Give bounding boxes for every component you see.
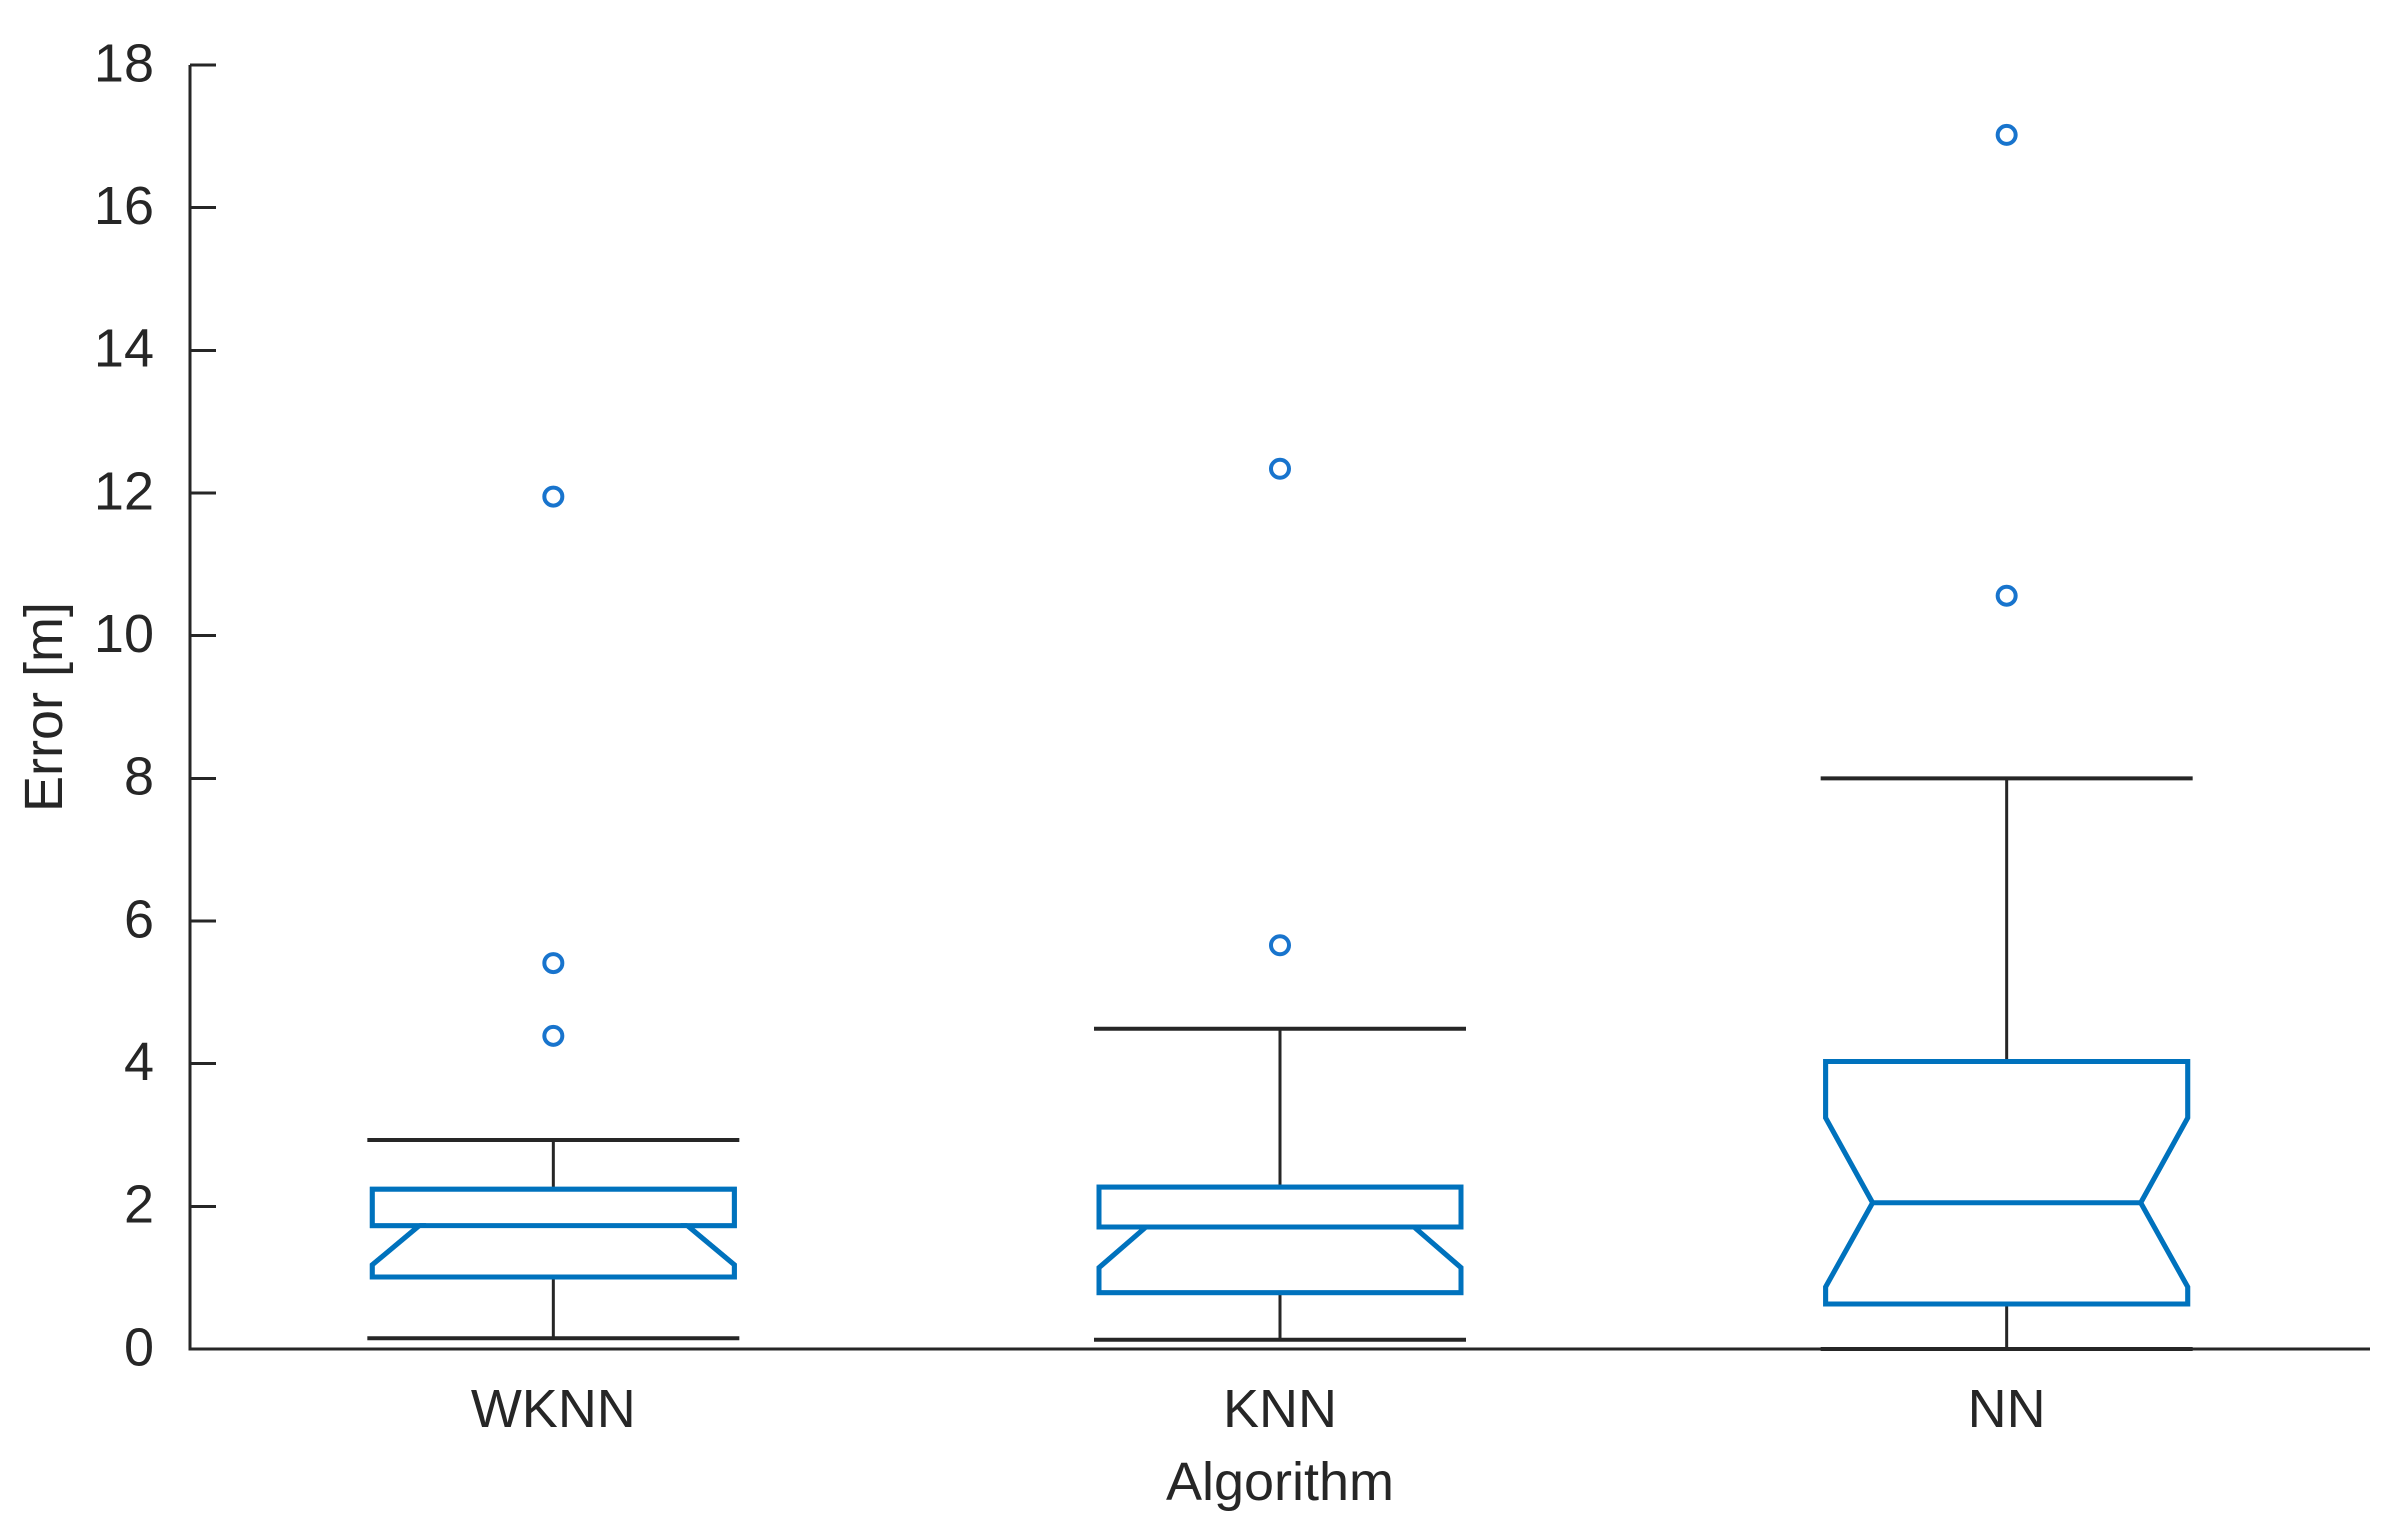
box-outline-stroke — [1823, 1059, 2191, 1307]
x-axis-title: Algorithm — [1166, 1452, 1394, 1512]
box-group-wknn — [367, 485, 740, 1341]
box-series-group — [367, 123, 2193, 1351]
outlier-marker[interactable] — [1269, 934, 1291, 957]
y-axis-title: Error [m] — [14, 602, 74, 812]
y-tick-label: 2 — [124, 1175, 154, 1235]
x-category-label-knn: KNN — [1223, 1379, 1337, 1439]
outlier-marker[interactable] — [1995, 584, 2018, 607]
outlier-marker[interactable] — [542, 485, 565, 508]
axes: 0 2 4 6 8 10 12 14 16 18 — [94, 33, 2370, 1377]
box-outline-stroke — [1096, 1184, 1464, 1296]
box-group-nn — [1820, 123, 2193, 1351]
x-category-label-nn: NN — [1968, 1379, 2046, 1439]
outlier-marker[interactable] — [1269, 457, 1291, 480]
y-tick-label: 8 — [124, 747, 154, 807]
axis-labels: Error [m] Algorithm WKNN KNN NN — [14, 602, 2046, 1512]
y-tick-label: 6 — [124, 889, 154, 949]
y-tick-label: 12 — [94, 461, 154, 521]
outlier-marker[interactable] — [542, 952, 565, 975]
y-tick-label: 16 — [94, 176, 154, 236]
outlier-marker[interactable] — [1995, 123, 2018, 146]
x-category-label-wknn: WKNN — [471, 1379, 636, 1439]
y-tick-label: 14 — [94, 319, 154, 379]
outlier-marker[interactable] — [542, 1024, 565, 1047]
box-group-knn — [1094, 457, 1466, 1342]
y-tick-label: 0 — [124, 1317, 154, 1377]
y-tick-label: 10 — [94, 604, 154, 664]
box-outline-stroke — [369, 1186, 737, 1280]
y-tick-label: 4 — [124, 1032, 154, 1092]
y-tick-label: 18 — [94, 33, 154, 93]
